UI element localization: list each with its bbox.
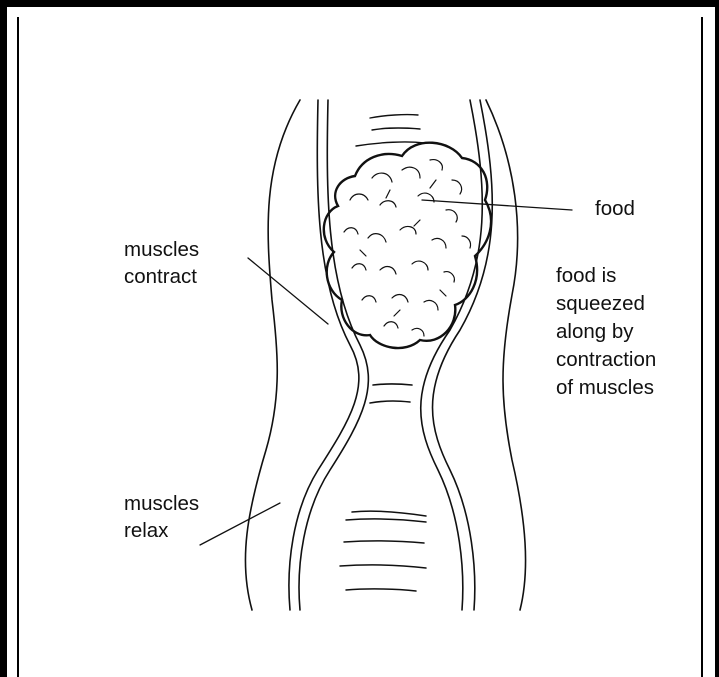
food-squeezed-caption: food is squeezed along by contraction of… <box>556 262 656 402</box>
constriction-line-2 <box>370 401 410 403</box>
outer-wall-right <box>486 100 526 610</box>
inner-wall-right-outer <box>433 100 493 610</box>
outer-wall-left <box>245 100 300 610</box>
leader-muscles-relax <box>200 503 280 545</box>
lower-motion-lines <box>340 511 426 591</box>
inner-wall-left-inner <box>299 100 368 610</box>
food-label: food <box>595 195 635 222</box>
upper-motion-lines <box>356 115 424 146</box>
leader-muscles-contract <box>248 258 328 324</box>
muscles-relax-label: muscles relax <box>124 490 199 544</box>
muscles-contract-label: muscles contract <box>124 236 199 290</box>
leader-food <box>422 200 572 210</box>
inner-wall-right-inner <box>421 100 483 610</box>
constriction-line-1 <box>373 384 412 385</box>
